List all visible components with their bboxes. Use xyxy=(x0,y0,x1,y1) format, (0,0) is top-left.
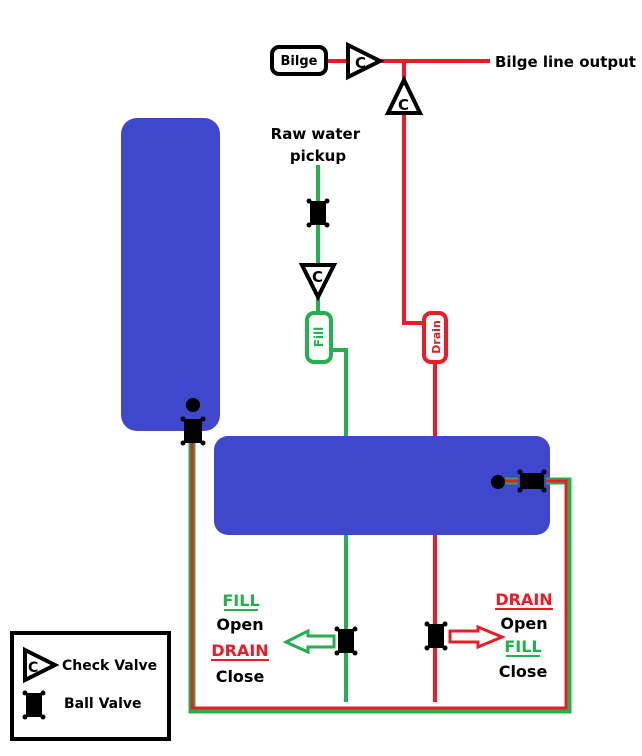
ball-valve-icon xyxy=(22,690,46,720)
bilge-lines xyxy=(326,59,490,702)
ball-valve-icon xyxy=(306,198,330,228)
left-valve-note: FILL Open DRAIN Close xyxy=(211,591,269,686)
fill-ball-valve-icon xyxy=(334,626,358,656)
legend-ball-valve: Ball Valve xyxy=(64,696,142,712)
svg-text:Close: Close xyxy=(216,667,265,686)
tank-outlet-fitting xyxy=(186,398,200,412)
tank-outlet-fitting xyxy=(491,475,505,489)
arrow-left-icon xyxy=(282,628,336,655)
fill-lines xyxy=(316,165,348,702)
drain-tag-label: Drain xyxy=(430,320,443,354)
legend: C Check Valve Ball Valve xyxy=(10,631,171,741)
svg-text:C: C xyxy=(355,54,366,72)
svg-text:Open: Open xyxy=(500,614,547,633)
bilge-box-label: Bilge xyxy=(281,54,318,69)
raw-water-label: Raw water pickup xyxy=(271,125,366,165)
bilge-output-label: Bilge line output xyxy=(495,53,636,71)
svg-text:FILL: FILL xyxy=(504,637,541,656)
drain-ball-valve-icon xyxy=(424,621,448,651)
svg-text:FILL: FILL xyxy=(222,591,259,610)
tall-tank xyxy=(121,118,220,431)
wide-tank xyxy=(214,436,550,535)
check-valve-icon: C xyxy=(298,263,338,302)
svg-text:Open: Open xyxy=(216,615,263,634)
ball-valve-icon xyxy=(180,416,206,446)
drain-tag xyxy=(422,311,448,364)
fill-tag-label: Fill xyxy=(312,327,326,348)
svg-text:C: C xyxy=(312,268,323,286)
arrow-right-icon xyxy=(448,624,506,650)
legend-check-valve: Check Valve xyxy=(62,658,157,674)
bilge-box xyxy=(270,45,328,76)
svg-text:Close: Close xyxy=(499,662,548,681)
svg-text:C: C xyxy=(398,96,409,114)
check-valve-icon: C xyxy=(23,646,60,684)
svg-text:DRAIN: DRAIN xyxy=(211,641,268,660)
svg-text:C: C xyxy=(28,660,38,676)
right-valve-note: DRAIN Open FILL Close xyxy=(495,590,553,681)
check-valve-icon: C xyxy=(346,41,385,81)
ball-valve-icon xyxy=(517,469,547,493)
fill-tag xyxy=(305,311,333,364)
svg-text:DRAIN: DRAIN xyxy=(495,590,552,609)
return-loop xyxy=(188,440,572,714)
check-valve-icon: C xyxy=(384,75,424,115)
